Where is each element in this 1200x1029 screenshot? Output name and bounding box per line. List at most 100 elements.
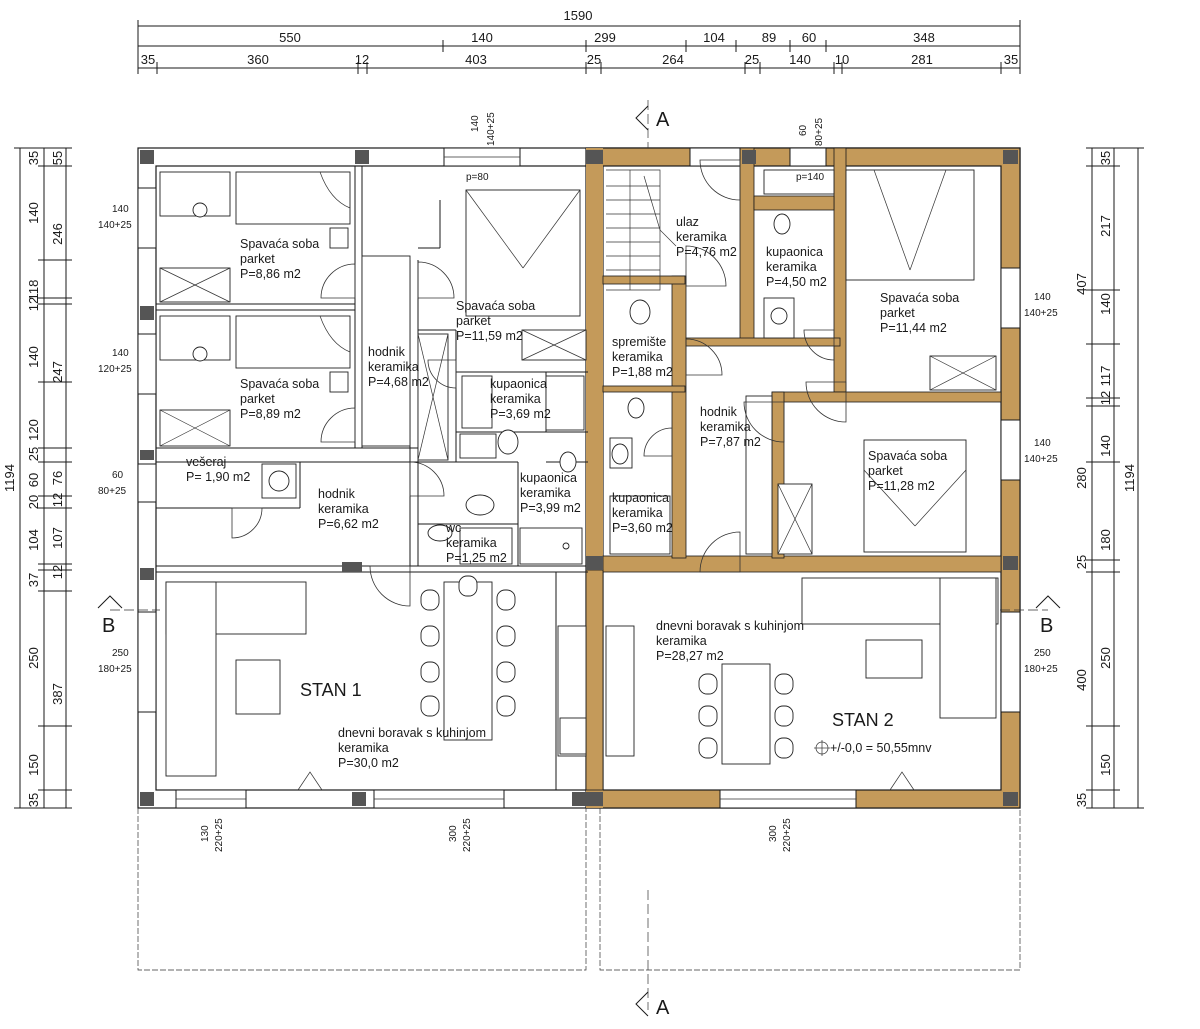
dim-top-row3: 403 <box>465 52 487 67</box>
desks <box>159 171 349 393</box>
bathroom-fixtures <box>261 169 835 565</box>
dim-top-row2: 89 <box>762 30 776 45</box>
dim-top-row3: 281 <box>911 52 933 67</box>
opening-label: 140 <box>1034 292 1051 303</box>
door-swing <box>685 245 727 287</box>
dim-right: 400 <box>1074 669 1089 691</box>
dim-right: 217 <box>1098 215 1113 237</box>
door-swing <box>685 338 723 376</box>
apartment-label-stan2: STAN 2 <box>832 710 894 730</box>
dim-left: 35 <box>26 793 41 807</box>
dim-right: 35 <box>1098 151 1113 165</box>
door-swing <box>743 401 785 443</box>
dim-left: 35 <box>26 151 41 165</box>
dining-chair <box>496 625 516 647</box>
opening-annotations: 140 140+25 140 120+25 60 80+25 250 180+2… <box>98 112 1058 852</box>
apartment-label-stan1: STAN 1 <box>300 680 362 700</box>
dim-total-top: 1590 <box>564 8 593 23</box>
dim-top-row2: 299 <box>594 30 616 45</box>
dim-top-row2: 104 <box>703 30 725 45</box>
door-swing <box>699 531 741 573</box>
opening-label: p=80 <box>466 172 489 183</box>
dim-left-inner: 247 <box>50 361 65 383</box>
door-swings <box>231 159 847 607</box>
dining-chair <box>774 673 794 695</box>
dim-left-inner: 246 <box>50 223 65 245</box>
dim-left: 37 <box>26 573 41 587</box>
dim-left-inner: 12 <box>50 493 65 507</box>
section-b-left: B <box>102 615 115 637</box>
dim-right: 180 <box>1098 529 1113 551</box>
elevation-label: +/-0,0 = 50,55mnv <box>830 741 932 755</box>
dining-chair <box>698 705 718 727</box>
opening-label: 140 <box>112 204 129 215</box>
dim-top-row3: 10 <box>835 52 849 67</box>
opening-label: 60 <box>112 470 124 481</box>
beds <box>235 169 975 553</box>
dim-left-inner: 76 <box>50 471 65 485</box>
opening-label: 140+25 <box>486 112 497 146</box>
opening-label: 250 <box>1034 648 1051 659</box>
opening-label: 140 <box>112 348 129 359</box>
staircase <box>606 169 677 291</box>
dim-total-left: 1194 <box>2 464 17 492</box>
dim-left: 150 <box>26 754 41 776</box>
dim-top-row3: 35 <box>141 52 155 67</box>
door-swing <box>369 565 411 607</box>
dining-chair <box>420 695 440 717</box>
dim-top-row2: 60 <box>802 30 816 45</box>
dim-left: 140 <box>26 346 41 368</box>
dim-right: 35 <box>1074 793 1089 807</box>
dim-top-row2: 550 <box>279 30 301 45</box>
dining-chair <box>496 661 516 683</box>
opening-label: p=140 <box>796 172 825 183</box>
dim-top-row3: 140 <box>789 52 811 67</box>
stan2-interior-walls <box>585 147 1002 791</box>
top-dimension-chains: 1590 550 140 299 104 89 60 348 35 360 12… <box>137 8 1021 74</box>
dim-left: 60 <box>26 473 41 487</box>
dim-left: 118 <box>26 280 41 301</box>
dim-total-right: 1194 <box>1122 464 1137 492</box>
dining-chair <box>698 737 718 759</box>
dim-left: 12 <box>26 297 41 311</box>
opening-label: 180+25 <box>1024 664 1058 675</box>
dining-chair <box>420 589 440 611</box>
opening-label: 120+25 <box>98 364 132 375</box>
opening-label: 60 <box>798 124 809 136</box>
opening-label: 300 <box>768 825 779 842</box>
section-b-right: B <box>1040 615 1053 637</box>
door-swing <box>643 427 673 457</box>
right-dimension-chains: 1194 35 217 407 140 117 12 140 280 180 2… <box>1074 147 1144 809</box>
wardrobes <box>159 255 997 555</box>
left-dimension-chains: 1194 55 140 118 12 140 120 25 60 20 104 … <box>2 147 72 809</box>
dining-chairs <box>420 575 794 759</box>
dim-left: 20 <box>26 495 41 509</box>
structural-columns <box>140 150 1018 806</box>
opening-label: 220+25 <box>462 818 473 852</box>
terraces <box>137 808 1021 971</box>
section-markers: A A B B <box>97 100 1061 1019</box>
dim-right: 280 <box>1074 467 1089 489</box>
opening-label: 140+25 <box>1024 308 1058 319</box>
door-swing <box>231 507 263 539</box>
dim-right: 25 <box>1074 555 1089 569</box>
dim-right: 407 <box>1074 273 1089 295</box>
section-a-bottom: A <box>656 997 670 1019</box>
dining-chair <box>496 589 516 611</box>
door-swing <box>427 359 457 389</box>
opening-label: 80+25 <box>814 117 825 146</box>
dim-right: 150 <box>1098 754 1113 776</box>
dim-right: 250 <box>1098 647 1113 669</box>
